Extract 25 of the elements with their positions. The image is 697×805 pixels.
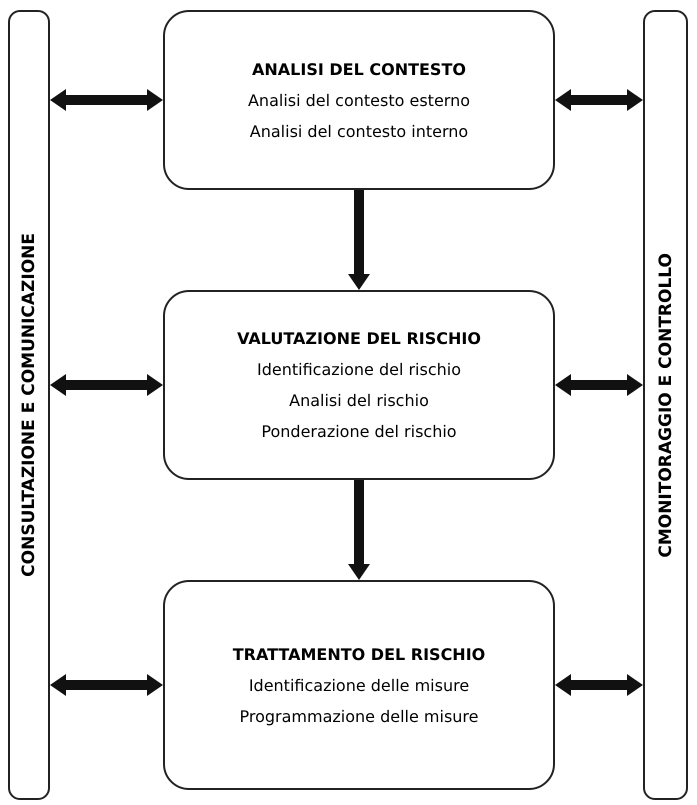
arrow (348, 480, 370, 580)
arrow (348, 190, 370, 290)
double-arrow (50, 89, 163, 111)
side-bar (643, 10, 688, 800)
side-bar (8, 10, 50, 800)
box-text: Identificazione delle misure (248, 676, 470, 694)
box-text: Analisi del rischio (289, 391, 429, 410)
bar-label: CMONITORAGGIO E CONTROLLO (656, 252, 676, 558)
box-heading: VALUTAZIONE DEL RISCHIO (237, 329, 481, 348)
box-heading: TRATTAMENTO DEL RISCHIO (232, 644, 486, 664)
box-text: Programmazione delle misure (240, 706, 478, 726)
process-box (163, 290, 555, 480)
process-box (163, 580, 555, 790)
box-text: Analisi del contesto interno (250, 122, 468, 140)
double-arrow (555, 89, 643, 111)
box-text: Ponderazione del rischio (261, 422, 457, 441)
double-arrow (555, 674, 643, 696)
box-text: Identificazione del rischio (256, 360, 462, 379)
double-arrow (50, 674, 163, 696)
process-box (163, 10, 555, 190)
bar-label: CONSULTAZIONE E COMUNICAZIONE (19, 233, 39, 577)
double-arrow (555, 374, 643, 396)
box-heading: ANALISI DEL CONTESTO (252, 60, 466, 78)
box-text: Analisi del contesto esterno (248, 90, 470, 110)
double-arrow (50, 374, 163, 396)
